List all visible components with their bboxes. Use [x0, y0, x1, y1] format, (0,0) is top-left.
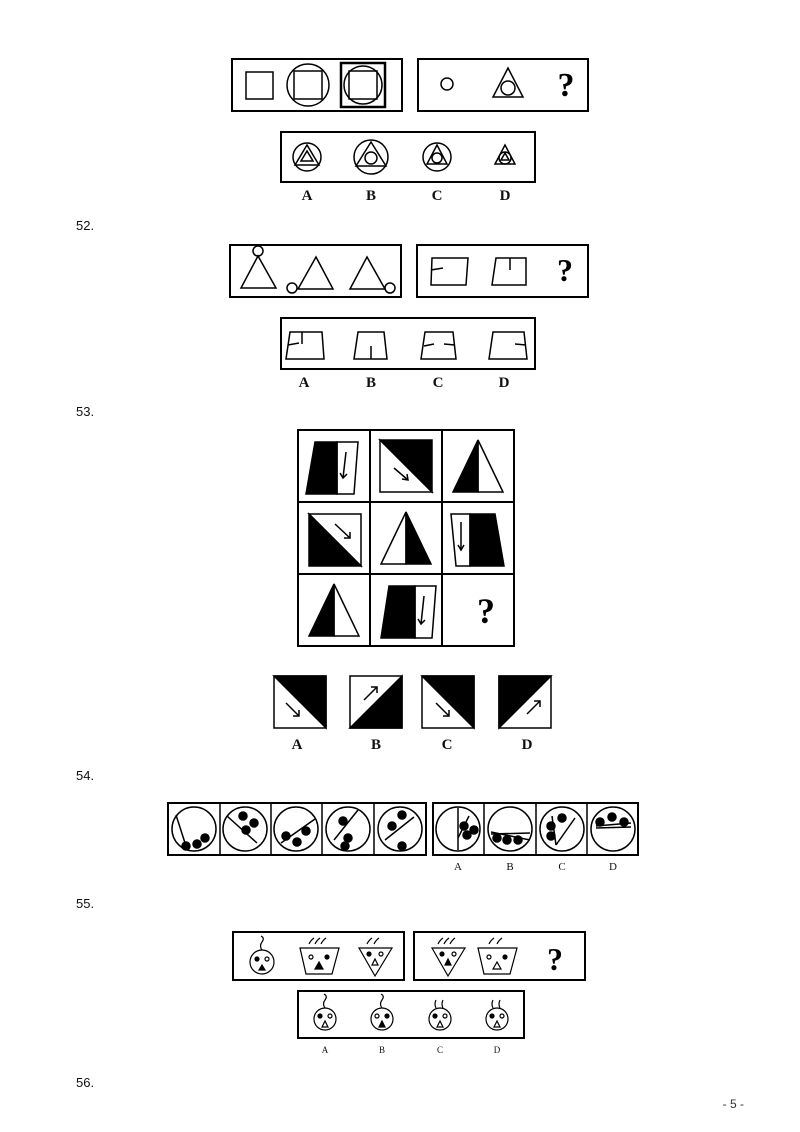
- q52-label-b: B: [365, 375, 376, 391]
- q52-question-mark: ?: [557, 252, 573, 288]
- question-number-52: 52.: [76, 218, 95, 233]
- q55-question-panel: [232, 931, 405, 981]
- q52-options-panel: [280, 317, 536, 370]
- q52-target-panel: [416, 244, 589, 298]
- q55-label-c: C: [436, 1045, 443, 1055]
- q53-cell-8: [380, 585, 437, 639]
- q51-question-mark: ?: [558, 67, 575, 104]
- q53-cell-1: [305, 441, 359, 495]
- q53-cell-5: [379, 511, 433, 565]
- q53-label-d: D: [521, 737, 533, 753]
- q52-question-panel: [229, 244, 402, 298]
- q52-label-c: C: [432, 375, 444, 391]
- q54-label-d: D: [609, 861, 617, 873]
- q53-option-d: [498, 675, 553, 730]
- q53-cell-4: [307, 512, 363, 568]
- page-number: - 5 -: [722, 1097, 744, 1111]
- q53-label-b: B: [370, 737, 381, 753]
- q55-options-panel: [297, 990, 525, 1039]
- q53-cell-6: [450, 513, 505, 567]
- q53-option-c: [420, 675, 475, 730]
- q55-target-panel: [413, 931, 586, 981]
- q53-cell-2: [378, 438, 434, 494]
- q53-cell-3: [451, 439, 505, 493]
- q54-label-b: B: [506, 861, 514, 873]
- q53-option-a: [272, 675, 327, 730]
- q54-question-strip: [167, 802, 427, 856]
- question-number-55: 55.: [76, 896, 95, 911]
- q52-label-d: D: [498, 375, 510, 391]
- q51-question-panel: [231, 58, 403, 112]
- q55-question-mark: ?: [547, 941, 563, 977]
- question-number-53: 53.: [76, 404, 95, 419]
- q51-label-a: A: [301, 188, 313, 204]
- q51-label-c: C: [431, 188, 443, 204]
- q53-label-a: A: [291, 737, 303, 753]
- q51-options-panel: [280, 131, 536, 183]
- question-number-56: 56.: [76, 1075, 95, 1090]
- q53-grid: [297, 429, 515, 647]
- q51-label-b: B: [365, 188, 376, 204]
- q53-cell-7: [307, 583, 361, 637]
- q54-label-a: A: [454, 861, 462, 873]
- q52-label-a: A: [298, 375, 310, 391]
- q53-label-c: C: [441, 737, 453, 753]
- q51-label-d: D: [499, 188, 511, 204]
- q54-options-strip: [432, 802, 639, 856]
- question-number-54: 54.: [76, 768, 95, 783]
- q53-option-b: [348, 674, 403, 729]
- q55-label-b: B: [378, 1045, 385, 1055]
- q55-label-a: A: [321, 1045, 329, 1055]
- q54-label-c: C: [558, 861, 566, 873]
- q53-question-mark: ?: [477, 591, 495, 631]
- q55-label-d: D: [493, 1045, 501, 1055]
- q51-target-panel: [417, 58, 589, 112]
